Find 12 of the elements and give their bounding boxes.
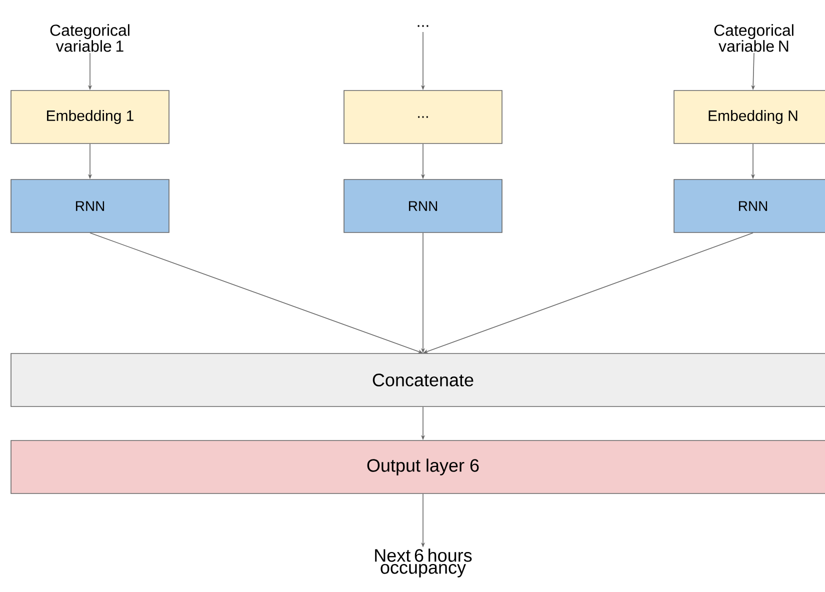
rnn-box: RNN (674, 179, 825, 233)
output-layer-box: Output layer 6 (10, 440, 825, 494)
rnn-box: RNN (10, 179, 170, 233)
embedding-box: ... (344, 90, 502, 144)
output-label: Next 6 hours occupancy (375, 548, 472, 578)
input-label: Categorical variable N (714, 24, 794, 52)
rnn-box: RNN (344, 179, 502, 233)
input-label: ... (418, 25, 428, 27)
embedding-box: Embedding N (674, 90, 825, 144)
concatenate-box: Concatenate (10, 353, 825, 407)
input-label: Categorical variable 1 (50, 24, 130, 52)
embedding-box: Embedding 1 (10, 90, 170, 144)
